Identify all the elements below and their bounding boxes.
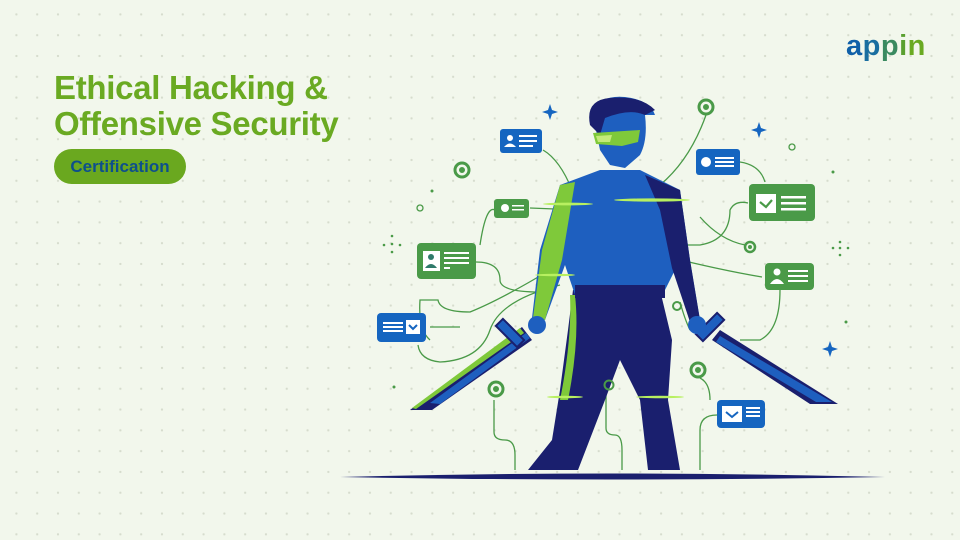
glow-flares: [535, 198, 690, 399]
right-sword: [694, 311, 838, 404]
page-title: Ethical Hacking & Offensive Security: [54, 69, 339, 142]
card-list-dropdown-blue: [377, 313, 426, 342]
card-user-blue: [500, 129, 542, 153]
target-nodes: [416, 98, 796, 398]
card-user-green-right: [765, 263, 814, 290]
logo-letter: n: [907, 30, 926, 62]
hacker-figure: [528, 96, 706, 470]
title-line-2: Offensive Security: [54, 105, 339, 142]
certification-badge: Certification: [54, 149, 186, 184]
card-chart-green: [494, 199, 529, 218]
card-chart-blue: [696, 149, 740, 175]
card-user-green: [417, 243, 476, 279]
left-sword: [410, 317, 532, 410]
logo-letter: i: [899, 30, 908, 62]
dot-clusters: [382, 170, 850, 389]
card-checkbox-green: [749, 184, 815, 221]
floor-shadow: [340, 473, 885, 480]
appin-logo: a p p i n: [846, 30, 926, 63]
title-line-1: Ethical Hacking &: [54, 69, 328, 106]
logo-letter: a: [846, 30, 863, 62]
card-checkbox-blue: [717, 400, 765, 428]
sparkle-icons: [542, 104, 838, 357]
logo-letter: p: [880, 30, 900, 62]
logo-letter: p: [862, 30, 881, 62]
